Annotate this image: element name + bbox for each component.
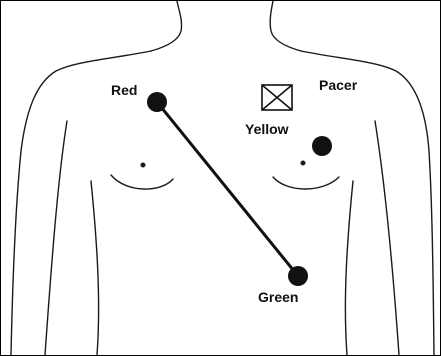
pectoral-right — [273, 177, 339, 189]
neck-right-outline — [270, 1, 301, 51]
arm-right-inner — [375, 121, 399, 355]
nipple-right — [301, 161, 306, 166]
electrode-green — [288, 266, 308, 286]
label-red: Red — [111, 82, 137, 98]
pacer-box-icon — [262, 85, 292, 110]
shoulder-right-outline — [301, 51, 434, 355]
arm-left-inner — [45, 121, 67, 355]
body-right-side — [345, 181, 353, 355]
pectoral-left — [111, 175, 173, 189]
neck-left-outline — [151, 1, 182, 51]
electrode-yellow — [312, 136, 332, 156]
electrode-red — [147, 92, 167, 112]
nipple-left — [141, 163, 146, 168]
label-pacer: Pacer — [319, 77, 358, 93]
body-left-side — [91, 181, 99, 355]
label-green: Green — [258, 289, 298, 305]
label-yellow: Yellow — [245, 121, 289, 137]
